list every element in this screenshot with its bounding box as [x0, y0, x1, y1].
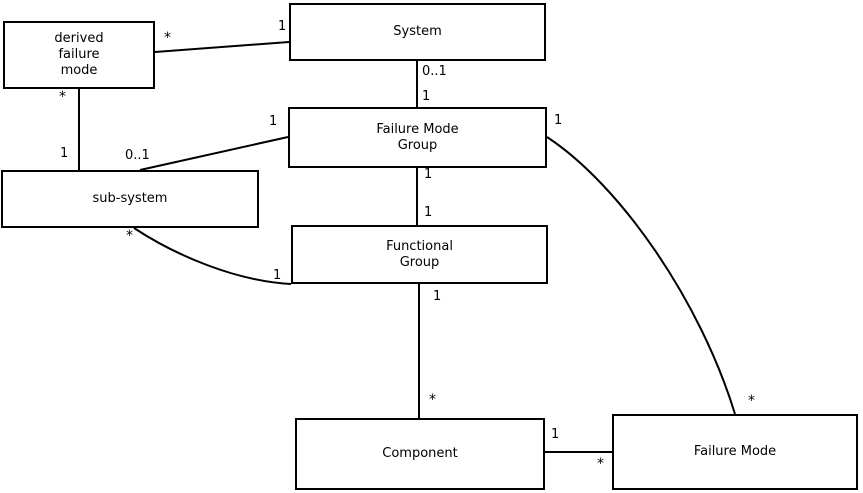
association-sub-system-failure-mode-group [139, 136, 289, 171]
class-label-failure-mode-group: Failure Mode Group [376, 121, 459, 153]
multiplicity-label: 0..1 [422, 64, 447, 79]
multiplicity-label: 1 [433, 289, 442, 304]
class-label-sub-system: sub-system [92, 191, 168, 206]
class-box-component[interactable]: Component [295, 418, 545, 490]
multiplicity-label: 1 [269, 114, 278, 129]
multiplicity-label: 1 [60, 146, 69, 161]
multiplicity-label: 1 [273, 268, 282, 283]
association-sub-system-functional-group [133, 227, 292, 285]
class-label-component: Component [382, 446, 458, 461]
class-box-sub-system[interactable]: sub-system [1, 170, 259, 228]
multiplicity-label: * [126, 228, 133, 244]
multiplicity-label: * [429, 392, 436, 408]
class-label-derived-failure-mode: derived failure mode [54, 31, 104, 78]
association-derived-failure-mode-system [154, 41, 290, 53]
multiplicity-label: * [748, 393, 755, 409]
class-box-failure-mode-group[interactable]: Failure Mode Group [288, 107, 547, 168]
class-box-failure-mode[interactable]: Failure Mode [612, 414, 858, 490]
multiplicity-label: 1 [551, 427, 560, 442]
class-label-failure-mode: Failure Mode [693, 444, 777, 459]
multiplicity-label: * [59, 89, 66, 105]
multiplicity-label: 1 [424, 167, 433, 182]
multiplicity-label: 1 [554, 113, 563, 128]
association-failure-mode-group-failure-mode [546, 136, 736, 415]
multiplicity-label: 1 [422, 89, 431, 104]
class-label-system: System [393, 24, 442, 39]
multiplicity-label: 0..1 [125, 148, 150, 163]
multiplicity-label: * [597, 456, 604, 472]
multiplicity-label: 1 [278, 19, 287, 34]
multiplicity-label: * [164, 30, 171, 46]
class-box-system[interactable]: System [289, 3, 546, 61]
class-box-functional-group[interactable]: Functional Group [291, 225, 548, 284]
class-box-derived-failure-mode[interactable]: derived failure mode [3, 21, 155, 89]
class-label-functional-group: Functional Group [386, 238, 453, 270]
multiplicity-label: 1 [424, 205, 433, 220]
